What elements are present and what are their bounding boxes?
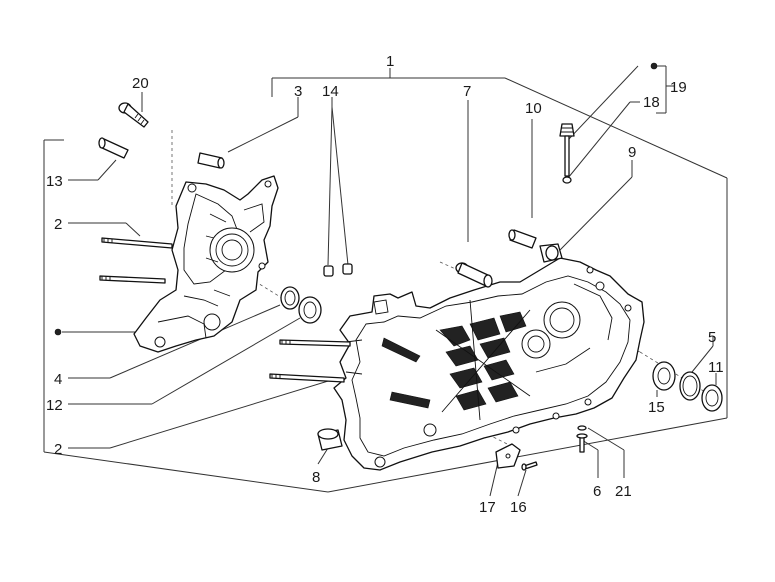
label-4: 4 (54, 371, 62, 388)
label-20: 20 (132, 75, 149, 92)
label-16: 16 (510, 499, 527, 516)
part-number-labels: 1 3 14 7 10 9 19 18 20 13 2 4 12 2 8 17 … (46, 53, 724, 516)
label-5: 5 (708, 329, 716, 346)
sensor-18-19 (559, 123, 575, 184)
label-21: 21 (615, 483, 632, 500)
seal-11 (701, 384, 723, 412)
label-9: 9 (628, 144, 636, 161)
bushing-9 (539, 243, 563, 263)
seal-4 (280, 286, 300, 310)
dowel-10 (508, 229, 537, 249)
label-3: 3 (294, 83, 302, 100)
label-15: 15 (648, 399, 665, 416)
dowel-13 (98, 137, 129, 159)
label-19: 19 (670, 79, 687, 96)
plate-17 (495, 443, 521, 469)
label-14: 14 (322, 83, 339, 100)
circlip-5 (679, 371, 701, 401)
label-8: 8 (312, 469, 320, 486)
screw-16 (521, 461, 538, 471)
right-crankcase-half (333, 257, 645, 471)
label-13: 13 (46, 173, 63, 190)
label-2-upper: 2 (54, 216, 62, 233)
ref-dot-icon (650, 62, 658, 70)
bearing-12 (298, 296, 322, 324)
fitting-7 (455, 262, 493, 288)
pins-14 (323, 263, 353, 277)
label-2-lower: 2 (54, 441, 62, 458)
bolt-20 (118, 102, 149, 128)
label-6: 6 (593, 483, 601, 500)
left-crankcase-half (133, 175, 279, 353)
bearing-15 (652, 361, 676, 391)
stud-2-upper (99, 237, 173, 284)
screw-6-washer-21 (576, 425, 588, 453)
label-7: 7 (463, 83, 471, 100)
ref-dot-icon (54, 328, 62, 336)
stud-2-lower (269, 339, 351, 383)
label-10: 10 (525, 100, 542, 117)
label-1: 1 (386, 53, 394, 70)
label-17: 17 (479, 499, 496, 516)
label-11: 11 (708, 359, 724, 376)
dowel-3 (197, 152, 225, 169)
label-12: 12 (46, 397, 63, 414)
label-18: 18 (643, 94, 660, 111)
bushing-8 (317, 428, 343, 451)
